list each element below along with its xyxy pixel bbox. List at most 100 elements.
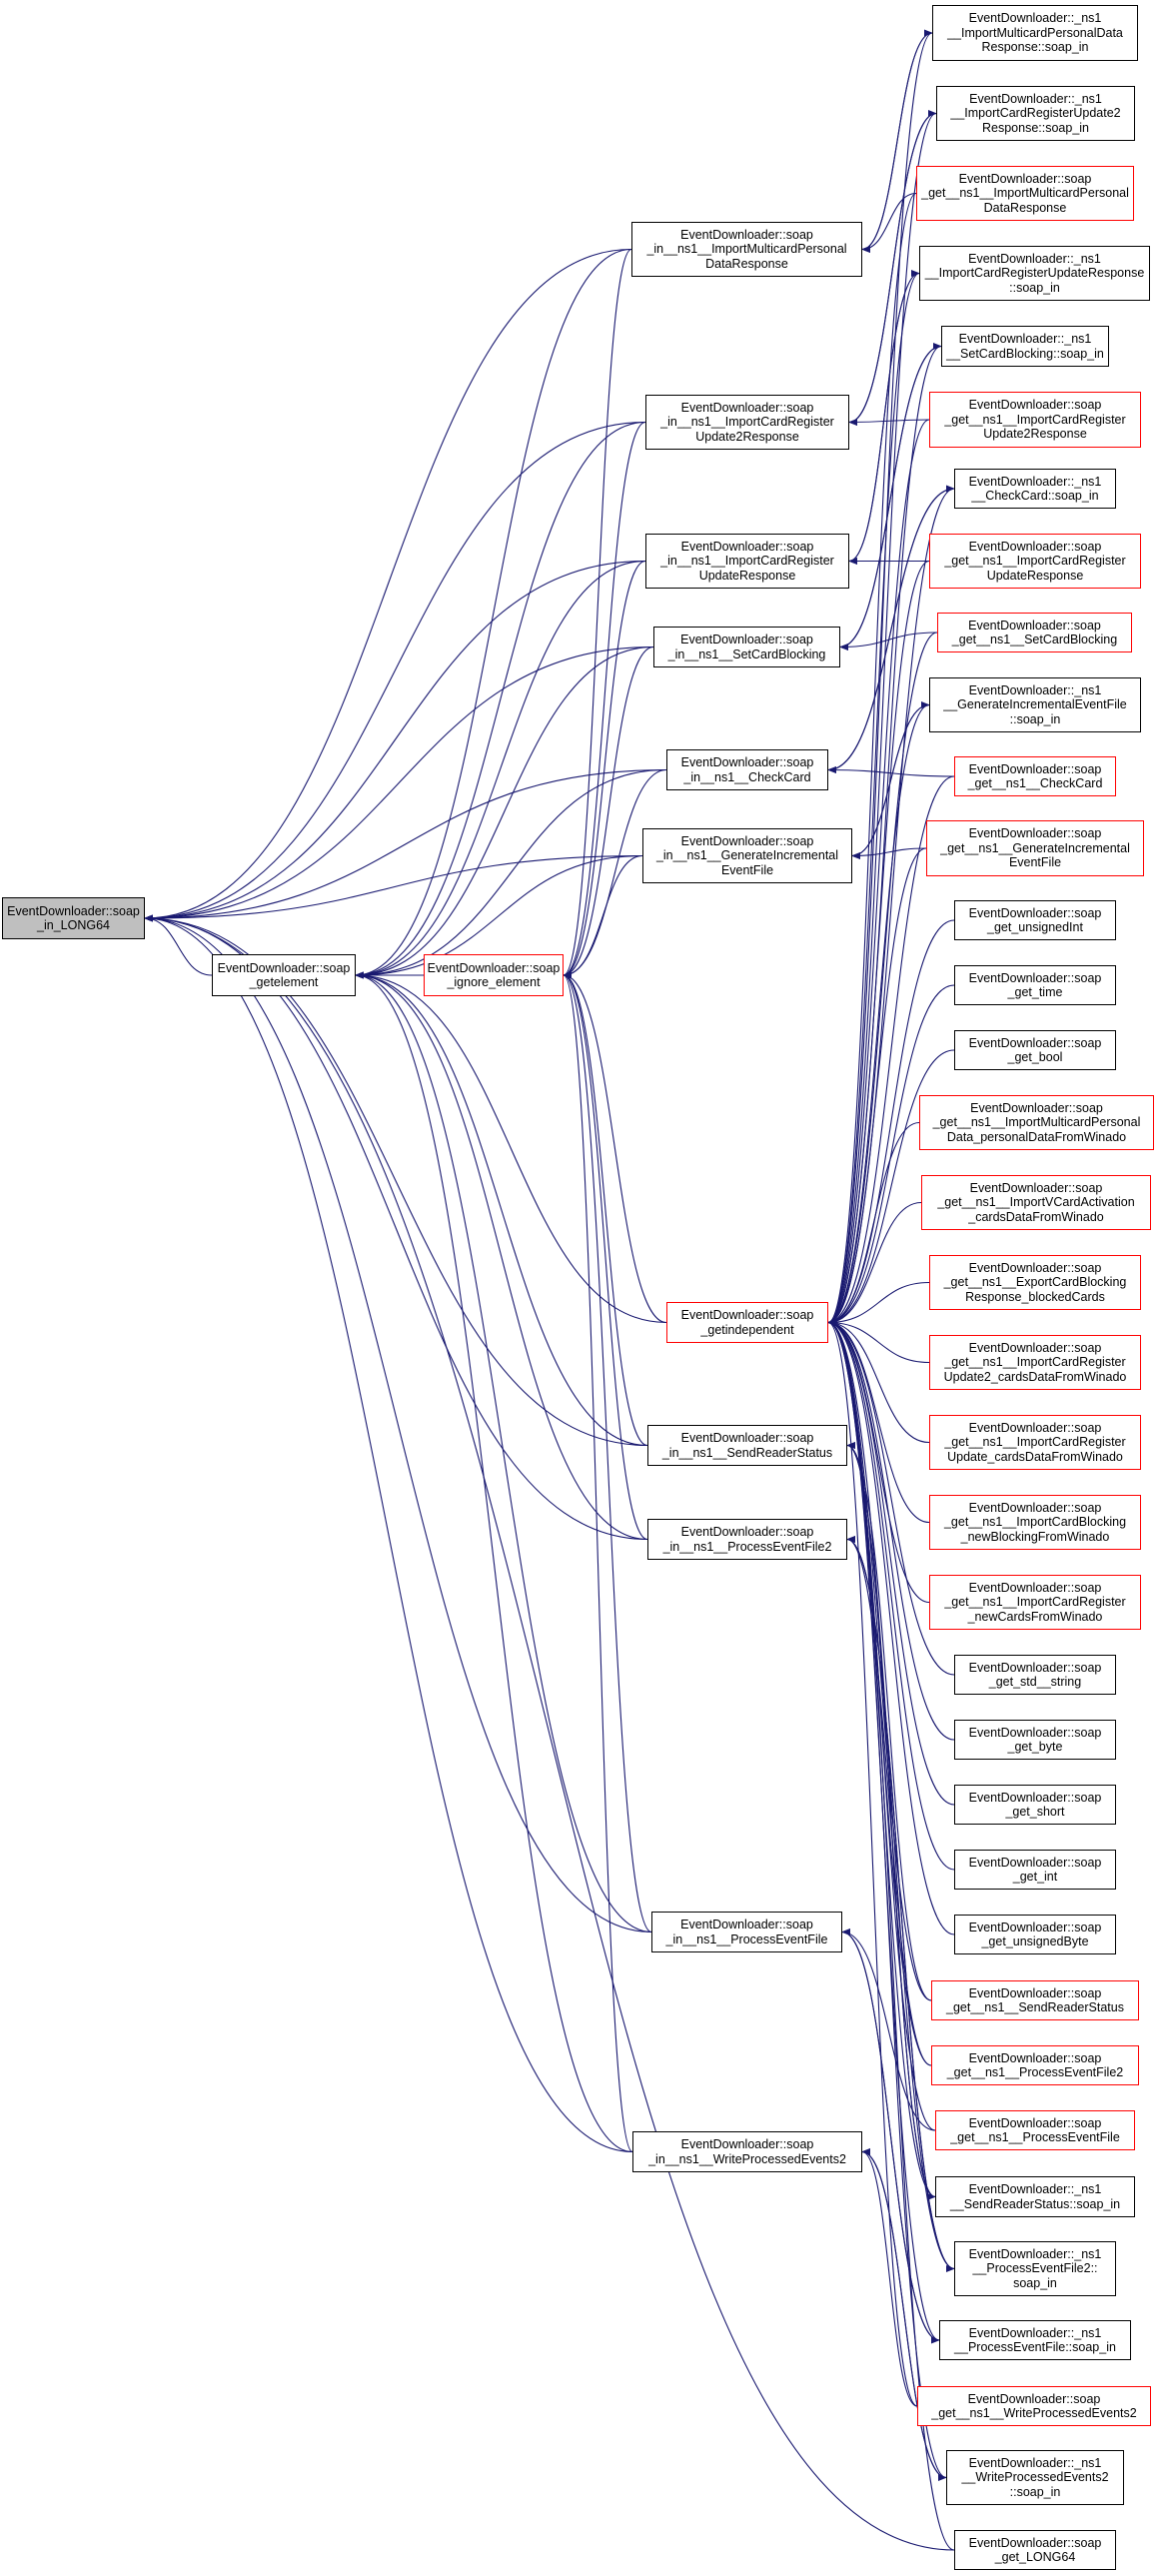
node-get-import-multicard-personal-data-response[interactable]: EventDownloader::soap_get__ns1__ImportMu… — [916, 166, 1134, 221]
edge-r_ubyte-to-getindep — [827, 1318, 955, 1935]
node-in-set-card-blocking[interactable]: EventDownloader::soap_in__ns1__SetCardBl… — [653, 627, 840, 667]
node-label-line: EventDownloader::soap — [680, 2137, 814, 2151]
node-get-set-card-blocking[interactable]: EventDownloader::soap_get__ns1__SetCardB… — [937, 613, 1132, 652]
node-label-line: Update2Response — [695, 429, 799, 444]
node-label-line: EventDownloader::soap — [968, 970, 1102, 985]
edge-r_IMPDR_si-to-getindep — [827, 32, 933, 1326]
node-get-card-register-update2-cards-data[interactable]: EventDownloader::soap_get__ns1__ImportCa… — [929, 1335, 1141, 1390]
node-in-import-card-register-update2-response[interactable]: EventDownloader::soap_in__ns1__ImportCar… — [645, 395, 849, 450]
node-label-line: EventDownloader::_ns1 — [968, 2325, 1102, 2340]
node-get-write-processed-events2[interactable]: EventDownloader::soap_get__ns1__WritePro… — [917, 2386, 1151, 2426]
node-label-line: _get__ns1__SetCardBlocking — [951, 633, 1118, 646]
node-label-line: _in__ns1__ImportMulticardPersonal — [646, 242, 847, 257]
node-label-line: EventDownloader::_ns1 — [958, 332, 1092, 346]
node-get-unsigned-int[interactable]: EventDownloader::soap_get_unsignedInt — [954, 900, 1116, 940]
node-in-check-card[interactable]: EventDownloader::soap_in__ns1__CheckCard — [666, 749, 828, 790]
edge-r_get_GIEF-to-in_GIEF — [851, 847, 927, 860]
edge-in_CC-to-r_CC_si — [827, 485, 955, 771]
node-label-line: EventDownloader::soap — [968, 1260, 1102, 1275]
node-in-process-event-file2[interactable]: EventDownloader::soap_in__ns1__ProcessEv… — [647, 1519, 847, 1560]
node-in-process-event-file[interactable]: EventDownloader::soap_in__ns1__ProcessEv… — [651, 1912, 842, 1952]
node-label-line: __ImportMulticardPersonalData — [947, 25, 1123, 40]
node-in-generate-incremental-event-file[interactable]: EventDownloader::soap_in__ns1__GenerateI… — [642, 828, 852, 883]
node-label-line: _get__ns1__GenerateIncremental — [940, 840, 1130, 855]
node-ns1-import-card-register-update-response-soap-in[interactable]: EventDownloader::_ns1__ImportCardRegiste… — [919, 246, 1150, 301]
node-get-vcard-activation-cards-data[interactable]: EventDownloader::soap_get__ns1__ImportVC… — [921, 1175, 1151, 1230]
node-get-process-event-file[interactable]: EventDownloader::soap_get__ns1__ProcessE… — [935, 2110, 1135, 2150]
node-label-line: EventDownloader::_ns1 — [969, 91, 1102, 106]
node-get-int[interactable]: EventDownloader::soap_get_int — [954, 1850, 1116, 1890]
node-get-card-blocking-new-blocking[interactable]: EventDownloader::soap_get__ns1__ImportCa… — [929, 1495, 1141, 1550]
node-label-line: EventDownloader::soap — [968, 618, 1101, 633]
node-get-time[interactable]: EventDownloader::soap_get_time — [954, 965, 1116, 1005]
node-label-line: _get__ns1__ImportCardRegister — [944, 554, 1126, 569]
edge-in_PEF2-to-getelement — [355, 971, 648, 1541]
node-label-line: EventDownloader::soap — [968, 1790, 1102, 1805]
node-ns1-process-event-file-soap-in[interactable]: EventDownloader::_ns1__ProcessEventFile:… — [939, 2320, 1131, 2360]
edge-in_SRS-to-root — [144, 914, 648, 1447]
node-get-card-register-new-cards[interactable]: EventDownloader::soap_get__ns1__ImportCa… — [929, 1575, 1141, 1630]
node-in-import-multicard-personal-data-response[interactable]: EventDownloader::soap_in__ns1__ImportMul… — [631, 222, 862, 277]
node-label-line: __CheckCard::soap_in — [971, 489, 1099, 503]
edge-r_GIEF_si-to-getindep — [827, 703, 930, 1327]
node-soap-ignore-element[interactable]: EventDownloader::soap_ignore_element — [424, 954, 564, 996]
node-get-check-card[interactable]: EventDownloader::soap_get__ns1__CheckCar… — [954, 756, 1116, 796]
edge-in_IMPDR-to-root — [144, 248, 632, 922]
node-ns1-set-card-blocking-soap-in[interactable]: EventDownloader::_ns1__SetCardBlocking::… — [941, 326, 1109, 367]
node-ns1-send-reader-status-soap-in[interactable]: EventDownloader::_ns1__SendReaderStatus:… — [935, 2176, 1135, 2217]
node-get-unsigned-byte[interactable]: EventDownloader::soap_get_unsignedByte — [954, 1915, 1116, 1954]
node-in-send-reader-status[interactable]: EventDownloader::soap_in__ns1__SendReade… — [647, 1425, 847, 1466]
edge-in_PEF-to-root — [144, 914, 652, 1933]
node-get-personal-data-from-winado[interactable]: EventDownloader::soap_get__ns1__ImportMu… — [919, 1095, 1154, 1150]
node-get-generate-incremental-event-file[interactable]: EventDownloader::soap_get__ns1__Generate… — [926, 820, 1144, 876]
node-get-short[interactable]: EventDownloader::soap_get_short — [954, 1785, 1116, 1825]
node-label-line: _newBlockingFromWinado — [960, 1529, 1110, 1544]
node-soap-getelement[interactable]: EventDownloader::soap_getelement — [212, 954, 356, 996]
node-label-line: EventDownloader::soap — [967, 2391, 1101, 2406]
node-get-process-event-file2[interactable]: EventDownloader::soap_get__ns1__ProcessE… — [931, 2045, 1139, 2085]
edge-in_SRS-to-getelement — [355, 971, 648, 1447]
node-label-line: DataResponse — [983, 200, 1067, 215]
node-in-write-processed-events2[interactable]: EventDownloader::soap_in__ns1__WriteProc… — [632, 2131, 862, 2172]
node-label-line: EventDownloader::soap — [680, 755, 814, 769]
edge-in_IMPDR-to-getelement — [355, 248, 632, 979]
node-label-line: EventDownloader::soap — [968, 1420, 1102, 1435]
node-soap-in-long64[interactable]: EventDownloader::soap_in_LONG64 — [2, 897, 145, 939]
edge-in_PEF2-to-r_PEF2_si — [846, 1538, 955, 2272]
node-soap-getindependent[interactable]: EventDownloader::soap_getindependent — [666, 1302, 828, 1343]
node-get-import-card-register-update-response[interactable]: EventDownloader::soap_get__ns1__ImportCa… — [929, 534, 1141, 589]
node-ns1-import-multicard-personal-data-response-soap-in[interactable]: EventDownloader::_ns1__ImportMulticardPe… — [932, 5, 1138, 61]
node-label-line: _get__ns1__WriteProcessedEvents2 — [931, 2406, 1137, 2420]
node-label-line: _getelement — [249, 975, 319, 989]
edge-r_vca-to-getindep — [827, 1201, 922, 1327]
node-ns1-generate-incremental-event-file-soap-in[interactable]: EventDownloader::_ns1__GenerateIncrement… — [929, 677, 1141, 732]
node-in-import-card-register-update-response[interactable]: EventDownloader::soap_in__ns1__ImportCar… — [645, 534, 849, 589]
node-label-line: EventDownloader::_ns1 — [968, 2246, 1102, 2261]
node-ns1-import-card-register-update2-response-soap-in[interactable]: EventDownloader::_ns1__ImportCardRegiste… — [936, 86, 1135, 141]
node-get-send-reader-status[interactable]: EventDownloader::soap_get__ns1__SendRead… — [931, 1980, 1139, 2020]
edge-r_get_GIEF-to-getindep — [827, 847, 927, 1327]
node-ns1-write-processed-events2-soap-in[interactable]: EventDownloader::_ns1__WriteProcessedEve… — [946, 2450, 1124, 2505]
edge-in_WPE2-to-getelement — [355, 971, 633, 2153]
node-label-line: EventDownloader::soap — [680, 227, 813, 242]
node-label-line: Data_personalDataFromWinado — [946, 1129, 1127, 1144]
node-label-line: soap_in — [1013, 2275, 1057, 2290]
node-get-import-card-register-update2-response[interactable]: EventDownloader::soap_get__ns1__ImportCa… — [929, 392, 1141, 448]
node-get-long64[interactable]: EventDownloader::soap_get_LONG64 — [954, 2530, 1116, 2570]
node-get-byte[interactable]: EventDownloader::soap_get_byte — [954, 1720, 1116, 1760]
node-get-export-card-blocking-blocked-cards[interactable]: EventDownloader::soap_get__ns1__ExportCa… — [929, 1255, 1141, 1310]
node-label-line: _get__ns1__SendReaderStatus — [946, 2000, 1124, 2014]
node-label-line: EventFile — [1008, 855, 1062, 870]
node-label-line: EventDownloader::soap — [427, 960, 561, 975]
node-ns1-check-card-soap-in[interactable]: EventDownloader::_ns1__CheckCard::soap_i… — [954, 469, 1116, 509]
node-label-line: __ProcessEventFile2:: — [972, 2261, 1098, 2276]
node-ns1-process-event-file2-soap-in[interactable]: EventDownloader::_ns1__ProcessEventFile2… — [954, 2241, 1116, 2296]
node-get-std-string[interactable]: EventDownloader::soap_get_std__string — [954, 1655, 1116, 1695]
node-label-line: EventDownloader::soap — [968, 1920, 1102, 1934]
node-get-card-register-update-cards-data[interactable]: EventDownloader::soap_get__ns1__ImportCa… — [929, 1415, 1141, 1470]
node-label-line: _get__ns1__ImportMulticardPersonal — [921, 186, 1129, 201]
node-label-line: EventDownloader::soap — [968, 905, 1102, 920]
node-get-bool[interactable]: EventDownloader::soap_get_bool — [954, 1030, 1116, 1070]
